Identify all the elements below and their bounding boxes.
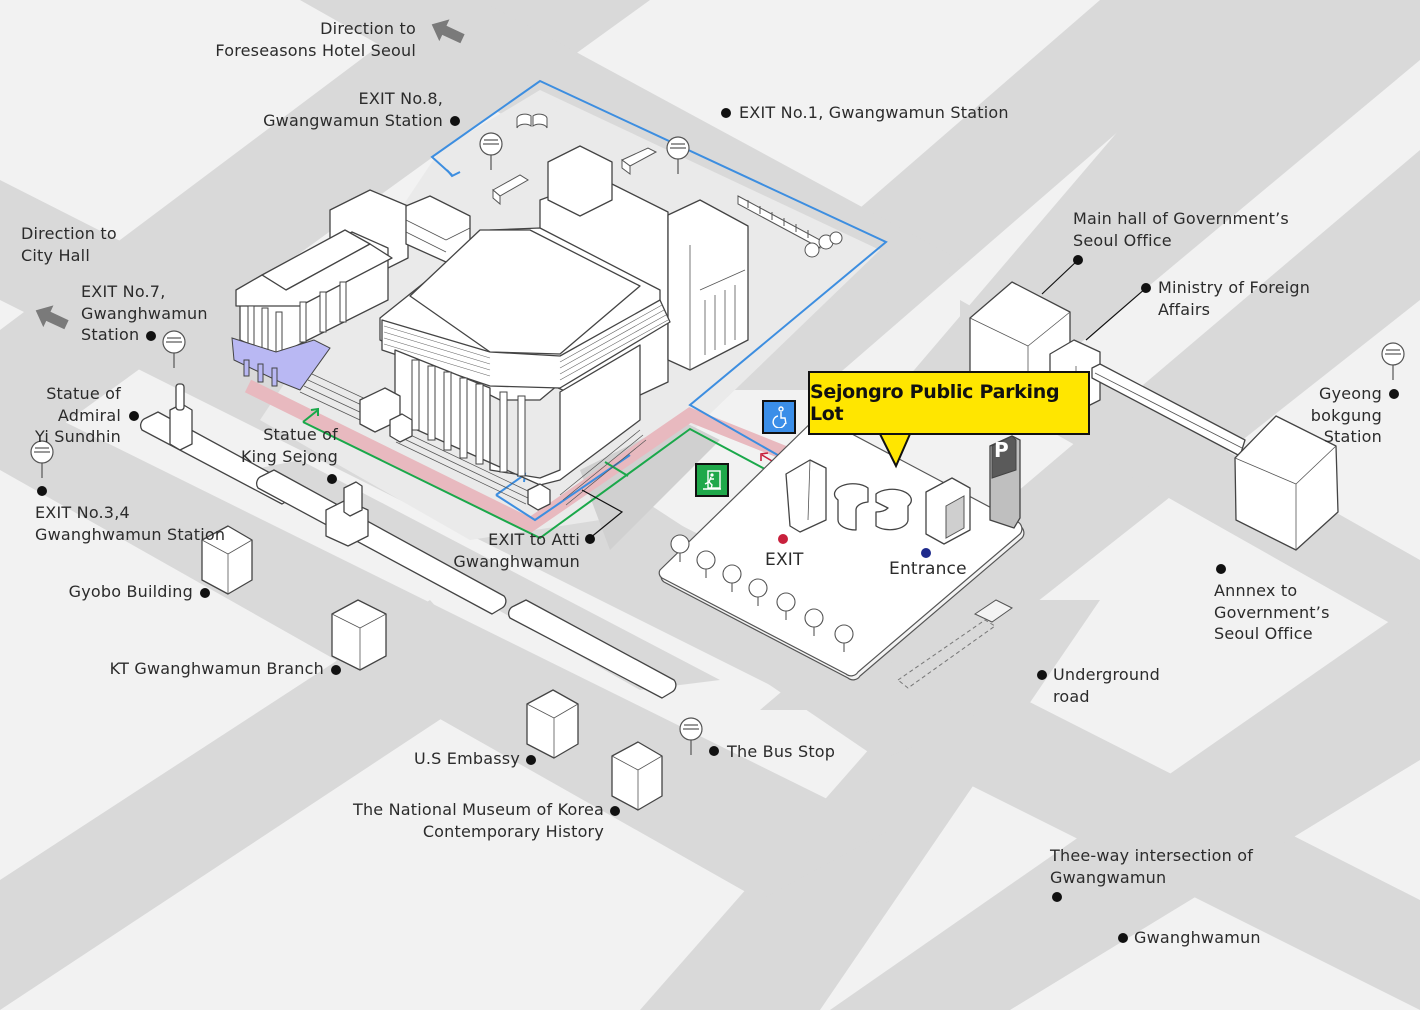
poi-dot-annex[interactable] [1216, 564, 1226, 574]
poi-dot-gyobo[interactable] [200, 588, 210, 598]
direction-arrow-icon [431, 19, 465, 44]
gyobo-building [201, 525, 253, 595]
road-middle-diagonal [640, 600, 1100, 1010]
main-hall-steps [395, 429, 647, 506]
route-pink [244, 379, 793, 534]
poi-dot-us-embassy[interactable] [526, 755, 536, 765]
poi-dot-main-hall[interactable] [1073, 255, 1083, 265]
underground-road-entrance [897, 599, 1013, 689]
label-exit-1: EXIT No.1, Gwangwamun Station [739, 103, 1009, 122]
poi-dot-kt[interactable] [331, 665, 341, 675]
statue-admiral-yi [169, 383, 193, 451]
bus-stop-sign-icon [1381, 342, 1405, 380]
block-trees [804, 231, 843, 258]
poi-dot-exit-1[interactable] [721, 108, 731, 118]
label-exit-8: EXIT No.8, Gwangwamun Station [263, 89, 443, 130]
museum-building [611, 741, 663, 811]
main-hall-columns [411, 359, 526, 477]
sejong-center-building [231, 145, 749, 511]
exit-marker-dot [778, 534, 788, 544]
leader-lines [581, 259, 1147, 539]
parking-lot-plaza [658, 415, 1025, 681]
label-museum: The National Museum of Korea Contemporar… [352, 800, 604, 841]
poi-dot-bus-stop[interactable] [709, 746, 719, 756]
poi-dot-gwanghwamun[interactable] [1118, 933, 1128, 943]
route-blue-inner [495, 454, 631, 522]
red-arrow-head [760, 452, 769, 461]
annex-building [1234, 415, 1339, 551]
poi-dot-gyeongbokgung[interactable] [1389, 389, 1399, 399]
route-green-tick [604, 461, 629, 477]
poi-dot-statue-admiral[interactable] [129, 411, 139, 421]
label-direction-cityhall: Direction to City Hall [21, 224, 117, 265]
bus-stop-sign-icon [162, 330, 186, 368]
road-south-diagonal-2 [830, 600, 1420, 1010]
bus-stop-sign-icon [666, 136, 690, 174]
emergency-exit-icon [695, 463, 729, 497]
label-gyeongbokgung: Gyeong bokgung Station [1310, 384, 1382, 446]
poi-dot-underground[interactable] [1037, 670, 1047, 680]
bus-stop-sign-icon [479, 132, 503, 170]
route-green-start [302, 409, 319, 423]
road-main-sejong [0, 390, 890, 900]
label-statue-admiral: Statue of Admiral Yi Sundhin [34, 384, 121, 446]
roof-hatching [383, 304, 669, 381]
plaza-trees [670, 534, 854, 652]
road-south-diagonal-1 [0, 600, 500, 1010]
label-three-way: Thee-way intersection of Gwangwamun [1050, 846, 1254, 887]
label-gyobo: Gyobo Building [68, 582, 193, 601]
entrance-marker-label: Entrance [889, 559, 967, 579]
statue-king-sejong [325, 481, 369, 547]
direction-arrow-icon [35, 305, 69, 330]
poi-dot-exit-3-4[interactable] [37, 486, 47, 496]
bus-stop-sign-icon [30, 440, 54, 478]
east-wing-columns [704, 285, 736, 355]
parking-sign-letter: P [994, 438, 1009, 462]
poi-dot-exit-7[interactable] [146, 331, 156, 341]
parking-lot-title: Sejongro Public Parking Lot [810, 381, 1060, 425]
block-benches [492, 113, 658, 206]
route-blue [430, 79, 888, 463]
label-annex: Annnex to Government’s Seoul Office [1214, 581, 1330, 643]
bus-stop-signs [30, 132, 1405, 755]
poi-dot-museum[interactable] [610, 806, 620, 816]
route-green-arrowhead [310, 407, 319, 416]
route-green [302, 421, 779, 540]
poi-dot-three-way[interactable] [1052, 892, 1062, 902]
label-exit-atti: EXIT to Atti Gwanghwamun [453, 530, 580, 571]
label-exit-7: EXIT No.7, Gwanghwamun Station [81, 282, 208, 344]
bus-stop-sign-icon [679, 717, 703, 755]
parking-sign-icon [989, 435, 1021, 529]
poi-dot-exit-atti[interactable] [585, 534, 595, 544]
label-direction-hotel: Direction to Foreseasons Hotel Seoul [215, 19, 416, 60]
overpass-bridge [1091, 363, 1246, 457]
exit-marker-label: EXIT [765, 550, 804, 570]
poi-dot-mofa[interactable] [1141, 283, 1151, 293]
highlighted-entrance-canopy [231, 337, 331, 391]
parking-lot-callout[interactable]: Sejongro Public Parking Lot [808, 371, 1090, 435]
fence [737, 195, 821, 249]
label-exit-3-4: EXIT No.3,4 Gwanghwamun Station [35, 503, 226, 544]
wheelchair-icon [762, 400, 796, 434]
poi-dot-statue-king[interactable] [327, 474, 337, 484]
poi-dot-exit-8[interactable] [450, 116, 460, 126]
label-kt: KT Gwanghwamun Branch [109, 659, 324, 678]
label-us-embassy: U.S Embassy [413, 749, 520, 768]
label-gwanghwamun: Gwanghwamun [1134, 928, 1261, 947]
route-blue-arrow [446, 169, 461, 178]
label-mofa: Ministry of Foreign Affairs [1158, 278, 1311, 319]
label-bus-stop: The Bus Stop [727, 742, 836, 761]
kt-building [331, 599, 387, 671]
label-main-hall: Main hall of Government’s Seoul Office [1073, 209, 1289, 250]
label-underground: Underground road [1053, 665, 1160, 706]
entrance-marker-dot [921, 548, 931, 558]
us-embassy-building [526, 689, 579, 759]
label-statue-king: Statue of King Sejong [240, 425, 338, 466]
left-steps [299, 373, 373, 421]
